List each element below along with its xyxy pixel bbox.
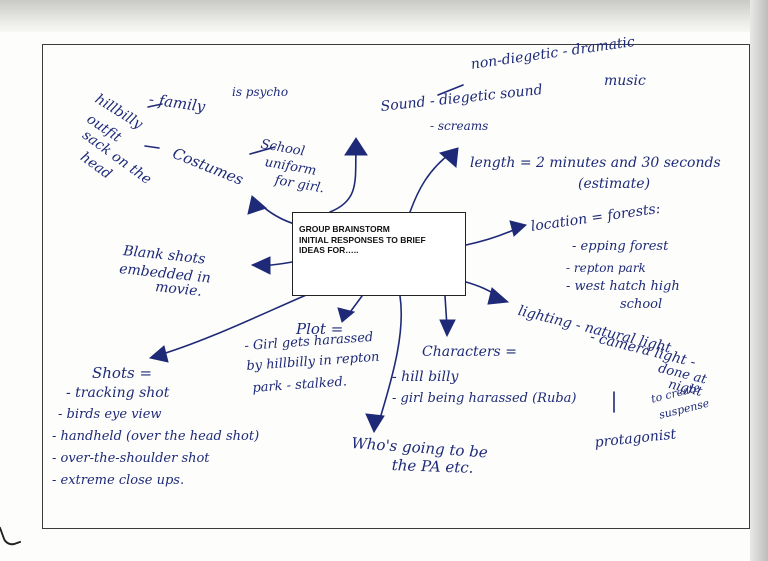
note-epping: - epping forest — [572, 239, 669, 254]
note-repton: - repton park — [566, 261, 646, 275]
page-border — [42, 44, 750, 529]
note-west-hatch: - west hatch high — [566, 279, 680, 294]
box-line-1: GROUP BRAINSTORM — [299, 224, 390, 234]
note-handheld: - handheld (over the head shot) — [52, 429, 260, 444]
note-school-word: school — [620, 297, 663, 312]
note-music: music — [604, 73, 646, 89]
note-birds-eye: - birds eye view — [58, 407, 162, 422]
note-tracking: - tracking shot — [66, 385, 170, 401]
note-length: length = 2 minutes and 30 seconds — [470, 155, 721, 171]
paper-right-edge — [750, 0, 768, 561]
note-is-psycho: is psycho — [232, 85, 289, 99]
note-shots: Shots = — [92, 364, 153, 382]
note-whos-2: the PA etc. — [391, 456, 474, 477]
note-girl-harassed: - girl being harassed (Ruba) — [392, 391, 577, 406]
note-over-shoulder: - over-the-shoulder shot — [52, 451, 210, 466]
note-plot-title: Plot = — [296, 320, 344, 338]
box-line-3: IDEAS FOR….. — [299, 245, 359, 256]
brainstorm-title-box: GROUP BRAINSTORM INITIAL RESPONSES TO BR… — [292, 212, 466, 296]
paper-top-edge — [0, 0, 768, 32]
note-characters: Characters = — [422, 344, 517, 360]
note-hill-billy: - hill billy — [392, 369, 459, 385]
box-line-2: INITIAL RESPONSES TO BRIEF — [299, 234, 426, 245]
note-close-ups: - extreme close ups. — [52, 473, 185, 488]
note-estimate: (estimate) — [578, 176, 651, 192]
note-screams: - screams — [430, 119, 489, 133]
